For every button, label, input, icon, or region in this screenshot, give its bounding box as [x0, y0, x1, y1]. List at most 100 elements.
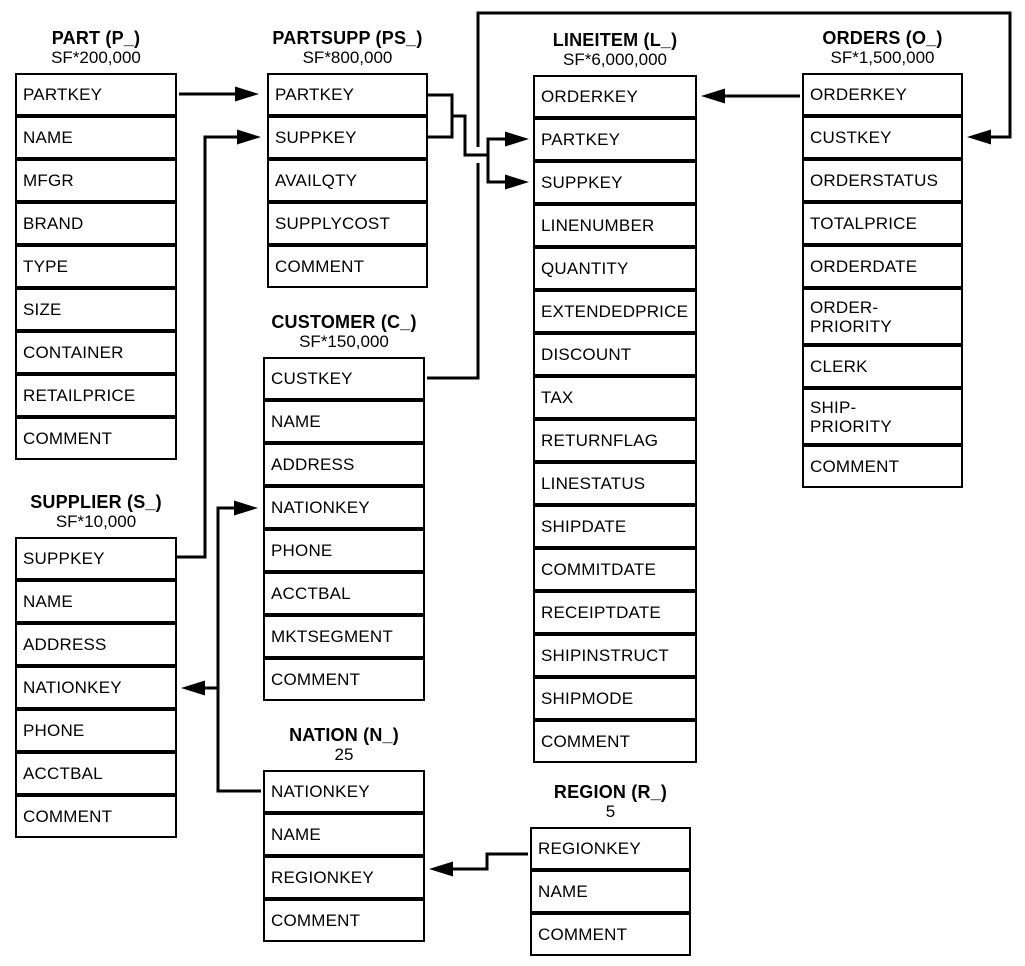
field-orders-comment: COMMENT	[802, 445, 963, 488]
fk-line	[427, 163, 480, 380]
field-customer-address: ADDRESS	[263, 443, 425, 486]
nation-title: NATION (N_)	[289, 725, 399, 745]
fk-line	[216, 506, 261, 793]
field-orders-order-priority: ORDER- PRIORITY	[802, 288, 963, 345]
arrowhead-right-icon	[237, 129, 261, 145]
field-lineitem-commitdate: COMMITDATE	[533, 548, 697, 591]
field-part-retailprice: RETAILPRICE	[15, 374, 177, 417]
customer-title: CUSTOMER (C_)	[271, 312, 417, 332]
region-title: REGION (R_)	[553, 782, 668, 802]
field-lineitem-discount: DISCOUNT	[533, 333, 697, 376]
field-partsupp-supplycost: SUPPLYCOST	[267, 202, 428, 245]
arrowhead-right-icon	[505, 174, 529, 190]
field-customer-name: NAME	[263, 400, 425, 443]
lineitem-cardinality: SF*6,000,000	[563, 50, 667, 69]
field-partsupp-availqty: AVAILQTY	[267, 159, 428, 202]
field-part-partkey: PARTKEY	[15, 73, 177, 116]
field-orders-orderstatus: ORDERSTATUS	[802, 159, 963, 202]
partsupp-cardinality: SF*800,000	[302, 48, 393, 67]
field-part-size: SIZE	[15, 288, 177, 331]
field-lineitem-linenumber: LINENUMBER	[533, 204, 697, 247]
orders-title: ORDERS (O_)	[822, 28, 943, 48]
fk-bracket-left	[428, 93, 454, 139]
fk-arrow-orders-orderkey-to-lineitem	[701, 88, 800, 104]
field-orders-clerk: CLERK	[802, 345, 963, 388]
fk-arrow-nation-nationkey-to-customer-and-supplier	[181, 500, 261, 793]
field-region-regionkey: REGIONKEY	[530, 827, 691, 870]
customer-cardinality: SF*150,000	[299, 332, 389, 351]
field-part-comment: COMMENT	[15, 417, 177, 460]
partsupp-title: PARTSUPP (PS_)	[272, 28, 423, 48]
field-customer-custkey: CUSTKEY	[263, 357, 425, 400]
part-title: PART (P_)	[51, 28, 141, 48]
arrowhead-right-icon	[234, 500, 258, 516]
field-lineitem-quantity: QUANTITY	[533, 247, 697, 290]
arrowhead-left-icon	[967, 129, 991, 145]
fk-bracket-right	[486, 137, 505, 184]
field-customer-acctbal: ACCTBAL	[263, 572, 425, 615]
fk-arrow-part-partkey-to-partsupp	[179, 86, 259, 102]
field-part-name: NAME	[15, 116, 177, 159]
fk-connector	[452, 114, 488, 157]
arrowhead-right-icon	[505, 131, 529, 147]
field-supplier-suppkey: SUPPKEY	[15, 537, 177, 580]
field-lineitem-partkey: PARTKEY	[533, 118, 697, 161]
field-customer-mktsegment: MKTSEGMENT	[263, 615, 425, 658]
arrowhead-left-icon	[181, 680, 205, 696]
orders-cardinality: SF*1,500,000	[830, 48, 935, 67]
field-lineitem-comment: COMMENT	[533, 720, 697, 763]
nation-cardinality: 25	[334, 745, 354, 764]
arrowhead-right-icon	[235, 86, 259, 102]
field-lineitem-extendedprice: EXTENDEDPRICE	[533, 290, 697, 333]
field-lineitem-suppkey: SUPPKEY	[533, 161, 697, 204]
field-lineitem-orderkey: ORDERKEY	[533, 75, 697, 118]
field-part-container: CONTAINER	[15, 331, 177, 374]
supplier-title: SUPPLIER (S_)	[30, 492, 162, 512]
field-customer-comment: COMMENT	[263, 658, 425, 701]
field-orders-custkey: CUSTKEY	[802, 116, 963, 159]
field-nation-regionkey: REGIONKEY	[263, 856, 425, 899]
lineitem-title: LINEITEM (L_)	[552, 30, 678, 50]
field-orders-orderkey: ORDERKEY	[802, 73, 963, 116]
field-part-brand: BRAND	[15, 202, 177, 245]
fk-line	[451, 852, 528, 871]
field-lineitem-linestatus: LINESTATUS	[533, 462, 697, 505]
field-lineitem-shipmode: SHIPMODE	[533, 677, 697, 720]
part-cardinality: SF*200,000	[51, 48, 141, 67]
field-customer-nationkey: NATIONKEY	[263, 486, 425, 529]
field-supplier-nationkey: NATIONKEY	[15, 666, 177, 709]
field-lineitem-returnflag: RETURNFLAG	[533, 419, 697, 462]
fk-line	[177, 135, 239, 559]
field-nation-comment: COMMENT	[263, 899, 425, 942]
field-orders-totalprice: TOTALPRICE	[802, 202, 963, 245]
field-nation-nationkey: NATIONKEY	[263, 770, 425, 813]
field-lineitem-shipinstruct: SHIPINSTRUCT	[533, 634, 697, 677]
arrowhead-left-icon	[701, 88, 725, 104]
region-cardinality: 5	[605, 802, 616, 821]
supplier-cardinality: SF*10,000	[55, 512, 137, 531]
fk-arrow-partsupp-to-lineitem	[428, 93, 529, 190]
field-lineitem-tax: TAX	[533, 376, 697, 419]
field-supplier-name: NAME	[15, 580, 177, 623]
field-orders-orderdate: ORDERDATE	[802, 245, 963, 288]
field-supplier-phone: PHONE	[15, 709, 177, 752]
field-part-type: TYPE	[15, 245, 177, 288]
arrowhead-left-icon	[429, 861, 453, 877]
field-supplier-comment: COMMENT	[15, 795, 177, 838]
field-supplier-acctbal: ACCTBAL	[15, 752, 177, 795]
field-part-mfgr: MFGR	[15, 159, 177, 202]
field-region-comment: COMMENT	[530, 913, 691, 956]
